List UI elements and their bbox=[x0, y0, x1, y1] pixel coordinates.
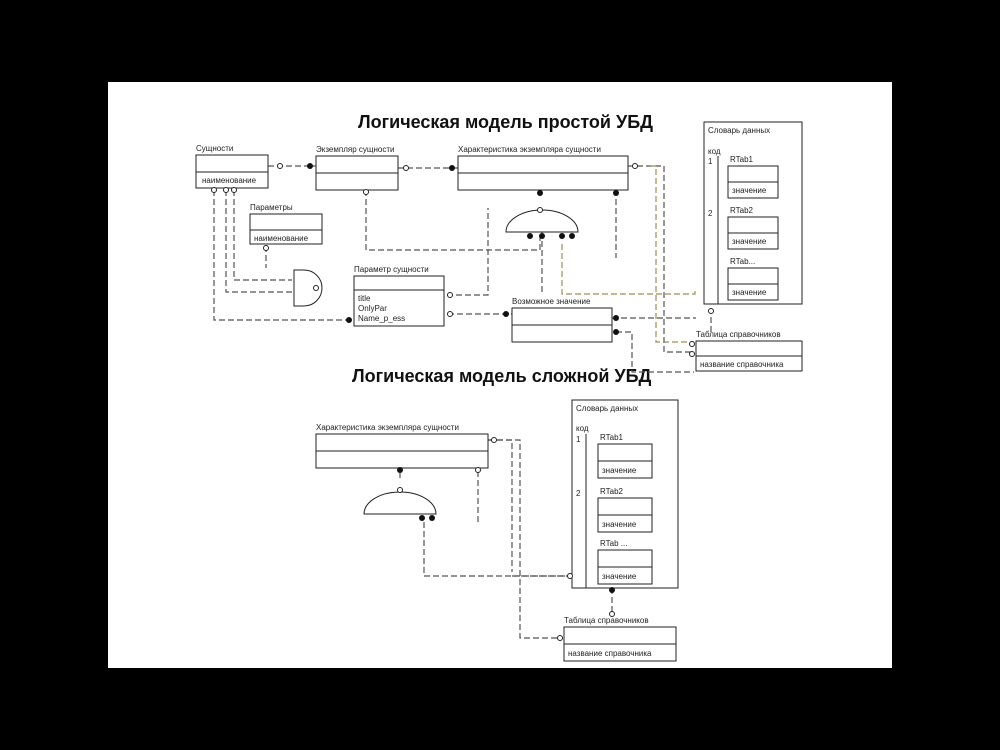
entity-parametr-label: Параметр сущности bbox=[354, 265, 429, 274]
dictionary-simple-label: Словарь данных bbox=[708, 126, 770, 135]
entity-vozmozhnoe-label: Возможное значение bbox=[512, 297, 591, 306]
entity-parametry-label: Параметры bbox=[250, 203, 293, 212]
dictionary-simple-num-1: 1 bbox=[708, 157, 713, 166]
dictionary-complex-num-2: 2 bbox=[576, 489, 581, 498]
dictionary-complex-num-1: 1 bbox=[576, 435, 581, 444]
entity-parametr[interactable]: Параметр сущности title OnlyPar Name_p_e… bbox=[353, 265, 445, 327]
entity-tablica-simple[interactable]: Таблица справочников название справочник… bbox=[695, 330, 803, 372]
dictionary-simple-table-2-name: RTab2 bbox=[730, 206, 754, 215]
entity-vozmozhnoe[interactable]: Возможное значение bbox=[511, 297, 613, 343]
dictionary-complex-table-3-attr: значение bbox=[602, 572, 637, 581]
dictionary-simple-table-1-name: RTab1 bbox=[730, 155, 754, 164]
dictionary-simple-num-2: 2 bbox=[708, 209, 713, 218]
entity-harakteristika-simple-label: Характеристика экземпляра сущности bbox=[458, 145, 601, 154]
entity-parametry[interactable]: Параметры наименование bbox=[249, 203, 323, 245]
entity-suschnosti-label: Сущности bbox=[196, 144, 233, 153]
dictionary-simple-table-3-attr: значение bbox=[732, 288, 767, 297]
entity-parametr-attr-1: title bbox=[358, 294, 371, 303]
dictionary-complex-table-1-name: RTab1 bbox=[600, 433, 624, 442]
simple-relationships bbox=[213, 165, 712, 373]
entity-ekzemplyar-label: Экземпляр сущности bbox=[316, 145, 394, 154]
entity-ekzemplyar[interactable]: Экземпляр сущности bbox=[315, 145, 399, 191]
dictionary-complex-table-1-attr: значение bbox=[602, 466, 637, 475]
entity-harakteristika-complex[interactable]: Характеристика экземпляра сущности bbox=[315, 423, 489, 469]
entity-parametry-attr: наименование bbox=[254, 234, 309, 243]
entity-suschnosti-attr: наименование bbox=[202, 176, 257, 185]
dictionary-complex-code: код bbox=[576, 424, 589, 433]
entity-parametr-attr-2: OnlyPar bbox=[358, 304, 387, 313]
dictionary-simple-table-1-attr: значение bbox=[732, 186, 767, 195]
entity-harakteristika-simple[interactable]: Характеристика экземпляра сущности bbox=[457, 145, 629, 191]
dictionary-simple-code: код bbox=[708, 147, 721, 156]
slide: Логическая модель простой УБД Логическая… bbox=[108, 82, 892, 668]
dictionary-complex-table-3-name: RTab ... bbox=[600, 539, 627, 548]
entity-tablica-simple-label: Таблица справочников bbox=[696, 330, 781, 339]
complex-relationships bbox=[399, 439, 613, 639]
entity-tablica-simple-attr: название справочника bbox=[700, 360, 784, 369]
dictionary-complex-table-2-attr: значение bbox=[602, 520, 637, 529]
subtype-symbol-complex bbox=[363, 467, 437, 521]
er-diagram: Сущности наименование Экземпляр сущности… bbox=[195, 121, 803, 662]
entity-tablica-complex-label: Таблица справочников bbox=[564, 616, 649, 625]
and-connector bbox=[293, 269, 323, 307]
dictionary-simple[interactable]: Словарь данных код 1 RTab1 значение 2 RT… bbox=[703, 121, 803, 305]
dictionary-simple-table-2-attr: значение bbox=[732, 237, 767, 246]
entity-tablica-complex[interactable]: Таблица справочников название справочник… bbox=[563, 616, 677, 662]
dictionary-complex-table-2-name: RTab2 bbox=[600, 487, 624, 496]
dictionary-simple-table-3-name: RTab... bbox=[730, 257, 755, 266]
title-simple-model: Логическая модель простой УБД bbox=[358, 112, 653, 132]
subtype-symbol-simple bbox=[505, 207, 579, 239]
entity-suschnosti[interactable]: Сущности наименование bbox=[195, 144, 269, 189]
entity-parametr-attr-3: Name_p_ess bbox=[358, 314, 405, 323]
dictionary-complex[interactable]: Словарь данных код 1 RTab1 значение 2 RT… bbox=[571, 399, 679, 589]
dictionary-complex-label: Словарь данных bbox=[576, 404, 638, 413]
title-complex-model: Логическая модель сложной УБД bbox=[352, 366, 652, 386]
entity-harakteristika-complex-label: Характеристика экземпляра сущности bbox=[316, 423, 459, 432]
entity-tablica-complex-attr: название справочника bbox=[568, 649, 652, 658]
